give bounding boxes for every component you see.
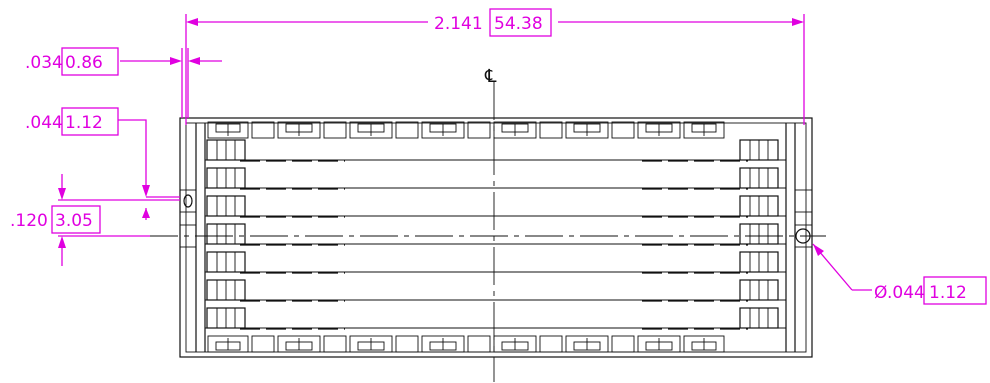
contact-row xyxy=(205,279,786,302)
pitch-mm: 3.05 xyxy=(55,211,93,231)
edge-latch xyxy=(683,121,725,139)
edge-latch xyxy=(277,335,321,353)
slot-width-inch: .034 xyxy=(25,53,63,73)
edge-latch xyxy=(421,335,465,353)
contact-row xyxy=(205,223,786,246)
edge-latch xyxy=(637,335,681,353)
contact-row xyxy=(205,167,786,190)
hole-diameter-mm: 1.12 xyxy=(929,283,967,303)
edge-latch xyxy=(251,335,275,353)
pitch-inch: .120 xyxy=(10,211,48,231)
edge-latch xyxy=(565,121,609,139)
bottom-latch-row xyxy=(207,335,725,353)
edge-latch xyxy=(349,121,393,139)
pitch-dimension xyxy=(51,174,180,266)
hole-diameter-dimension xyxy=(812,243,987,305)
contact-row xyxy=(205,139,786,162)
edge-latch xyxy=(493,335,537,353)
centerline-symbol: ℄ xyxy=(484,66,497,87)
connector-body xyxy=(179,117,813,358)
edge-latch xyxy=(421,121,465,139)
edge-latch xyxy=(637,121,681,139)
hole-offset-mm: 1.12 xyxy=(65,113,103,133)
edge-latch xyxy=(683,335,725,353)
top-latch-row xyxy=(207,121,725,139)
edge-latch xyxy=(539,121,563,139)
contact-row xyxy=(205,307,786,330)
edge-latch xyxy=(539,335,563,353)
edge-latch xyxy=(395,121,419,139)
contact-row xyxy=(205,251,786,274)
overall-width-mm: 54.38 xyxy=(494,14,543,34)
hole-diameter-inch: .044 xyxy=(887,283,925,303)
edge-latch xyxy=(277,121,321,139)
left-alignment-hole xyxy=(183,194,193,208)
hole-diameter-symbol: Ø xyxy=(874,283,887,303)
contact-rows xyxy=(205,139,786,330)
edge-latch xyxy=(565,335,609,353)
slot-width-dimension xyxy=(61,47,222,118)
edge-latch xyxy=(349,335,393,353)
edge-latch xyxy=(323,335,347,353)
hole-offset-dimension xyxy=(61,107,180,198)
edge-latch xyxy=(467,121,491,139)
edge-latch xyxy=(493,121,537,139)
hole-offset-inch: .044 xyxy=(25,113,63,133)
edge-latch xyxy=(323,121,347,139)
edge-latch xyxy=(611,335,635,353)
contact-row xyxy=(205,195,786,218)
slot-width-mm: 0.86 xyxy=(65,53,103,73)
edge-latch xyxy=(611,121,635,139)
overall-width-dimension xyxy=(185,8,805,125)
edge-latch xyxy=(467,335,491,353)
edge-latch xyxy=(207,335,249,353)
overall-width-inch: 2.141 xyxy=(434,14,483,34)
edge-latch xyxy=(207,121,249,139)
edge-latch xyxy=(251,121,275,139)
edge-latch xyxy=(395,335,419,353)
centerlines xyxy=(140,82,826,382)
